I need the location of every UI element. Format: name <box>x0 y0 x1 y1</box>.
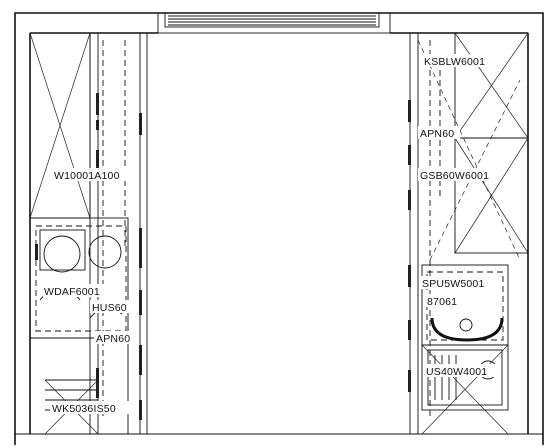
label-right-code: 87061 <box>427 296 457 308</box>
label-right-gsb: GSB60W6001 <box>420 170 489 182</box>
labels: W10001A100 WDAF6001 HUS60 APN60 WK5036IS… <box>43 54 500 415</box>
label-left-sink: WK5036IS50 <box>52 403 116 415</box>
label-left-washer: WDAF6001 <box>44 286 100 298</box>
label-right-us: US40W4001 <box>426 366 487 378</box>
label-left-hus: HUS60 <box>92 302 127 314</box>
window <box>157 12 391 34</box>
label-right-spu: SPU5W5001 <box>422 278 485 290</box>
label-left-tall: W10001A100 <box>54 170 120 182</box>
left-cabinet-run <box>29 32 148 435</box>
label-right-apn: APN60 <box>420 128 454 140</box>
right-cabinet-run <box>408 32 529 435</box>
label-left-apn: APN60 <box>96 333 130 345</box>
label-right-top: KSBLW6001 <box>424 56 485 68</box>
